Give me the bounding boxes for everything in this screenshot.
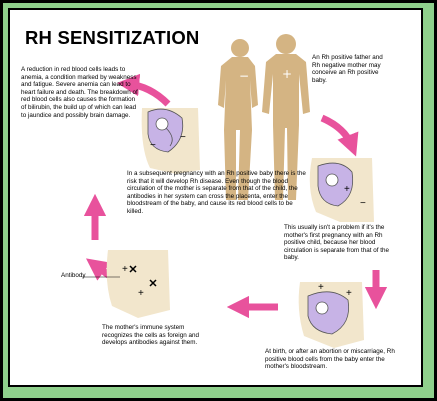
arrow-right-down — [320, 114, 359, 157]
father-silhouette — [262, 34, 310, 200]
svg-text:−: − — [150, 140, 156, 151]
svg-text:+: + — [138, 288, 144, 299]
caption-first-pregnancy: This usually isn't a problem if it's the… — [284, 224, 389, 262]
mother-minus-sign: − — [239, 69, 249, 83]
svg-text:+: + — [122, 264, 128, 275]
caption-parents: An Rh positive father and Rh negative mo… — [312, 54, 383, 84]
caption-immune: The mother's immune system recognizes th… — [102, 324, 199, 347]
pregnant-abdomen-first: + − — [309, 158, 374, 222]
svg-text:+: + — [344, 184, 350, 195]
svg-text:−: − — [360, 198, 366, 209]
pregnant-abdomen-subsequent: − − — [141, 108, 200, 174]
svg-text:+: + — [318, 282, 324, 293]
caption-birth: At birth, or after an abortion or miscar… — [265, 348, 395, 371]
arrow-top-left — [116, 73, 171, 107]
svg-text:−: − — [180, 132, 186, 143]
father-plus-sign: + — [282, 67, 292, 81]
antibody-abdomen: + + — [106, 250, 170, 318]
antibody-label: Antibody — [61, 272, 86, 279]
mother-silhouette — [218, 39, 258, 200]
caption-anemia: A reduction in red blood cells leads to … — [21, 66, 138, 119]
caption-subsequent: In a subsequent pregnancy with an Rh pos… — [127, 170, 306, 215]
svg-text:+: + — [346, 288, 352, 299]
birth-abdomen: + + — [298, 282, 364, 348]
page-title: RH SENSITIZATION — [25, 27, 200, 48]
